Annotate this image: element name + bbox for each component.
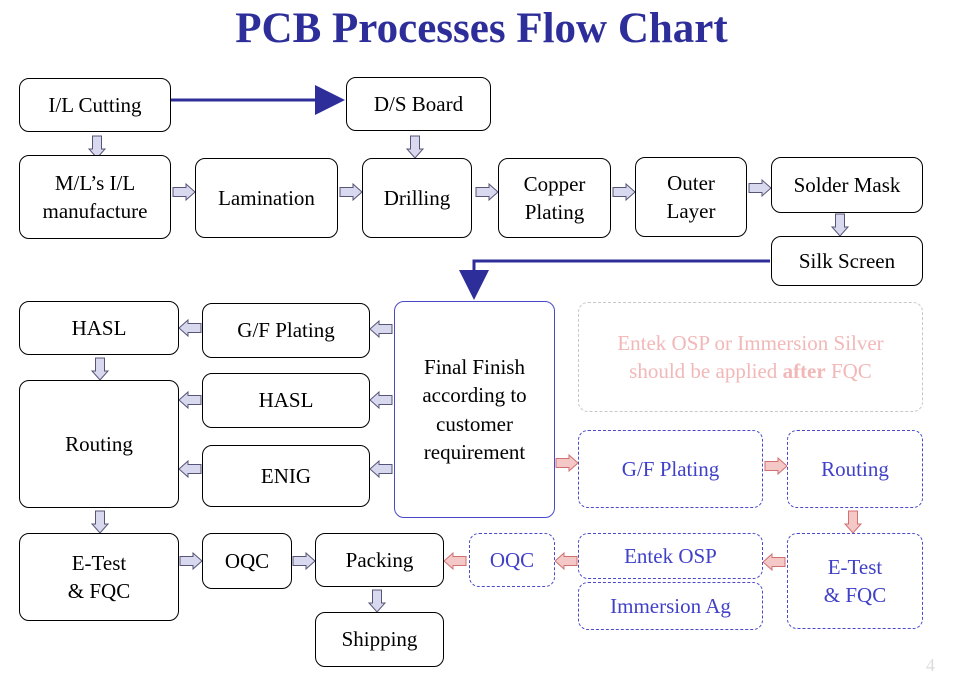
box-ml-il-manufacture: M/L’s I/L manufacture (19, 155, 171, 239)
flow-arrow-right-5 (612, 182, 636, 202)
box-copper-plating: Copper Plating (498, 158, 611, 238)
flow-arrow-down-14 (90, 357, 110, 381)
flow-arrow-left-11 (369, 390, 393, 410)
box-enig: ENIG (202, 445, 370, 507)
flow-arrow-right-2 (172, 182, 196, 202)
flow-arrow-left-9 (369, 319, 393, 339)
flow-arrow-down-21 (843, 510, 863, 534)
page-number: 4 (926, 655, 935, 675)
box-il-cutting: I/L Cutting (19, 78, 171, 132)
box-shipping: Shipping (315, 612, 444, 667)
box-gf-plating-left: G/F Plating (202, 303, 370, 358)
flow-arrow-right-16 (179, 551, 203, 571)
flow-arrow-right-20 (764, 456, 788, 476)
box-drilling: Drilling (362, 158, 472, 238)
flow-arrow-left-13 (369, 459, 393, 479)
box-etest-right: E-Test & FQC (787, 533, 923, 629)
flow-arrow-left-23 (554, 551, 578, 571)
flow-arrow-right-6 (748, 178, 772, 198)
flow-arrow-down-18 (367, 589, 387, 613)
box-outer-layer: Outer Layer (635, 157, 747, 237)
flow-arrow-left-10 (178, 390, 202, 410)
box-solder-mask: Solder Mask (771, 157, 923, 213)
flow-arrow-left-8 (178, 318, 202, 338)
flow-arrow-right-19 (555, 453, 579, 473)
box-ds-board: D/S Board (346, 77, 491, 131)
connector-silk-to-final (459, 259, 770, 300)
box-etest-left: E-Test & FQC (19, 533, 179, 621)
box-oqc-left: OQC (202, 533, 292, 589)
box-hasl-mid: HASL (202, 373, 370, 428)
box-routing-right: Routing (787, 430, 923, 508)
flow-arrow-down-0 (87, 135, 107, 159)
flow-arrow-down-1 (405, 135, 425, 159)
page-title: PCB Processes Flow Chart (235, 5, 728, 52)
note-box: Entek OSP or Immersion Silver should be … (578, 302, 923, 412)
box-oqc-right: OQC (469, 533, 555, 587)
box-final-finish: Final Finish according to customer requi… (394, 301, 555, 518)
box-entek-osp: Entek OSP (578, 533, 763, 579)
flow-arrow-down-7 (830, 213, 850, 237)
note-line-2: should be applied after FQC (629, 359, 872, 383)
box-hasl-left: HASL (19, 301, 179, 355)
box-silk-screen: Silk Screen (771, 236, 923, 286)
box-packing: Packing (315, 533, 444, 587)
box-routing-left: Routing (19, 380, 179, 508)
box-immersion-ag: Immersion Ag (578, 582, 763, 630)
flow-arrow-right-4 (475, 182, 499, 202)
flow-arrow-left-12 (178, 459, 202, 479)
flow-arrow-left-24 (443, 551, 467, 571)
note-line-1: Entek OSP or Immersion Silver (617, 330, 884, 355)
flow-arrow-right-3 (339, 182, 363, 202)
flow-arrow-left-22 (762, 552, 786, 572)
box-lamination: Lamination (195, 158, 338, 238)
box-gf-plating-right: G/F Plating (578, 430, 763, 508)
flow-arrow-down-15 (90, 510, 110, 534)
flow-arrow-right-17 (292, 551, 316, 571)
